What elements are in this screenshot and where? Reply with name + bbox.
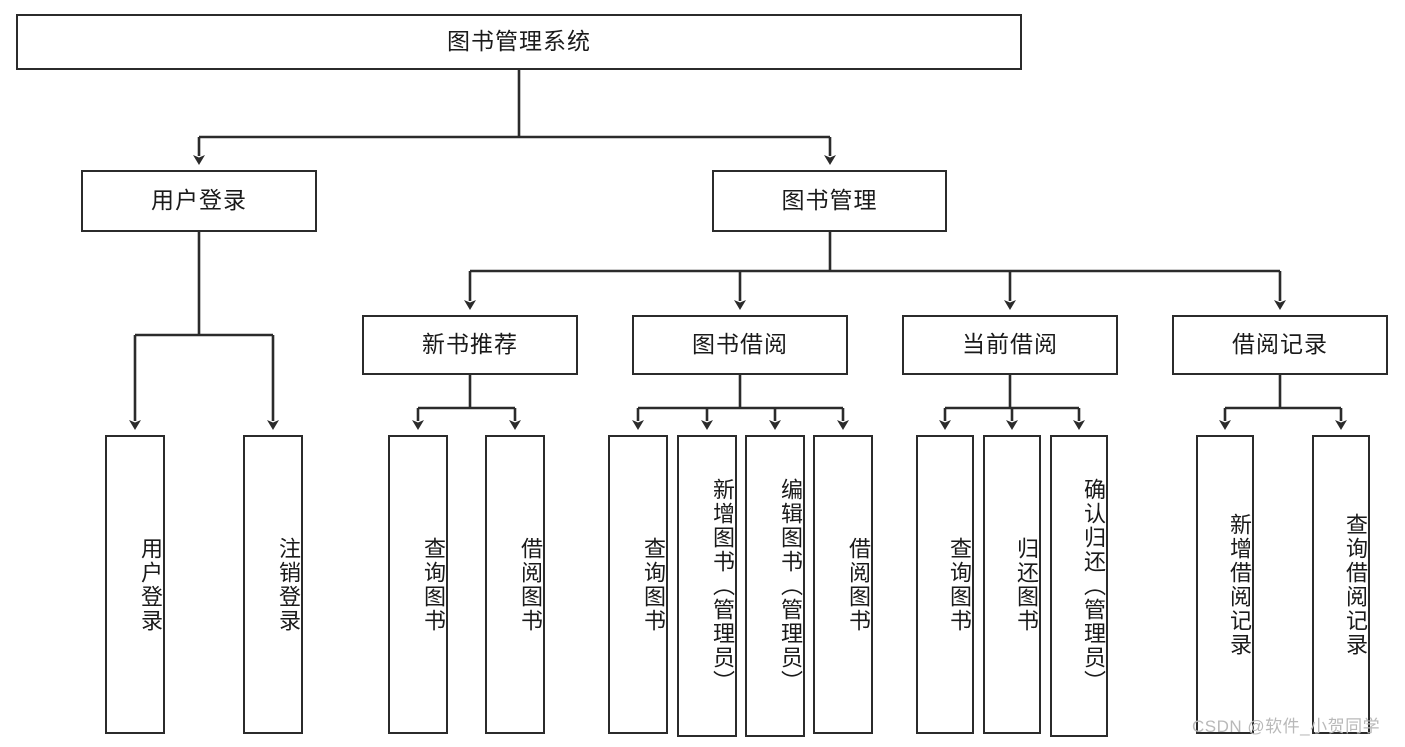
node-leaf-borrow-book-bor[interactable]: 借阅图书 bbox=[813, 435, 873, 734]
node-book-borrow[interactable]: 图书借阅 bbox=[632, 315, 848, 375]
node-leaf-add-record[interactable]: 新增借阅记录 bbox=[1196, 435, 1254, 734]
node-leaf-query-book-cur[interactable]: 查询图书 bbox=[916, 435, 974, 734]
node-current-borrow[interactable]: 当前借阅 bbox=[902, 315, 1118, 375]
node-leaf-confirm-return[interactable]: 确认归还（管理员） bbox=[1050, 435, 1108, 737]
node-leaf-borrow-book-bor-label: 借阅图书 bbox=[846, 536, 871, 633]
node-leaf-add-book-label: 新增图书（管理员） bbox=[710, 478, 735, 694]
node-user-login-label: 用户登录 bbox=[151, 187, 247, 214]
node-leaf-add-book[interactable]: 新增图书（管理员） bbox=[677, 435, 737, 737]
node-leaf-query-book-cur-label: 查询图书 bbox=[947, 536, 972, 633]
node-leaf-user-logout[interactable]: 注销登录 bbox=[243, 435, 303, 734]
node-leaf-query-book-bor-label: 查询图书 bbox=[641, 536, 666, 633]
node-leaf-edit-book-label: 编辑图书（管理员） bbox=[778, 478, 803, 694]
node-leaf-add-record-label: 新增借阅记录 bbox=[1227, 512, 1252, 657]
node-leaf-edit-book[interactable]: 编辑图书（管理员） bbox=[745, 435, 805, 737]
node-leaf-user-logout-label: 注销登录 bbox=[276, 536, 301, 633]
node-borrow-record-label: 借阅记录 bbox=[1232, 331, 1328, 358]
node-new-book-recommend-label: 新书推荐 bbox=[422, 331, 518, 358]
node-leaf-return-book-label: 归还图书 bbox=[1014, 536, 1039, 633]
node-leaf-query-book-rec-label: 查询图书 bbox=[421, 536, 446, 633]
node-new-book-recommend[interactable]: 新书推荐 bbox=[362, 315, 578, 375]
node-leaf-borrow-book-rec-label: 借阅图书 bbox=[518, 536, 543, 633]
node-leaf-query-record-label: 查询借阅记录 bbox=[1343, 512, 1368, 657]
node-leaf-query-record[interactable]: 查询借阅记录 bbox=[1312, 435, 1370, 734]
node-leaf-confirm-return-label: 确认归还（管理员） bbox=[1081, 478, 1106, 694]
csdn-watermark: CSDN @软件_小贺同学 bbox=[1192, 717, 1381, 736]
node-root[interactable]: 图书管理系统 bbox=[16, 14, 1022, 70]
node-user-login[interactable]: 用户登录 bbox=[81, 170, 317, 232]
node-leaf-user-login[interactable]: 用户登录 bbox=[105, 435, 165, 734]
node-current-borrow-label: 当前借阅 bbox=[962, 331, 1058, 358]
node-leaf-borrow-book-rec[interactable]: 借阅图书 bbox=[485, 435, 545, 734]
node-leaf-query-book-rec[interactable]: 查询图书 bbox=[388, 435, 448, 734]
node-book-manage-label: 图书管理 bbox=[781, 187, 878, 214]
node-borrow-record[interactable]: 借阅记录 bbox=[1172, 315, 1388, 375]
node-leaf-query-book-bor[interactable]: 查询图书 bbox=[608, 435, 668, 734]
node-leaf-return-book[interactable]: 归还图书 bbox=[983, 435, 1041, 734]
node-book-borrow-label: 图书借阅 bbox=[692, 331, 788, 358]
node-book-manage[interactable]: 图书管理 bbox=[712, 170, 947, 232]
node-leaf-user-login-label: 用户登录 bbox=[138, 536, 163, 633]
node-root-label: 图书管理系统 bbox=[447, 28, 591, 55]
